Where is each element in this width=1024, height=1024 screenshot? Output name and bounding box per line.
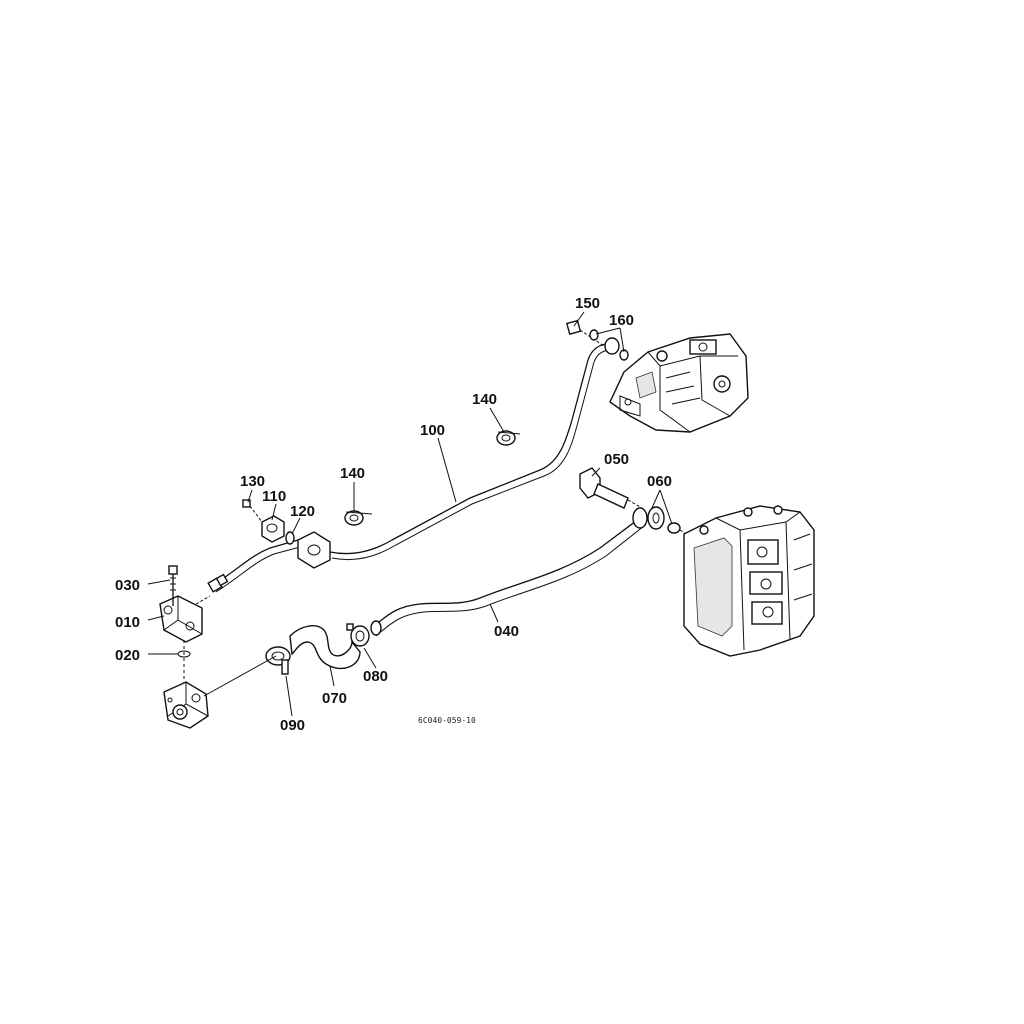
hose-070 <box>289 625 361 670</box>
connector-060 <box>632 506 691 537</box>
clamp-090 <box>265 646 291 675</box>
hydraulic-housing <box>609 333 749 433</box>
clamp-140-left <box>344 510 373 526</box>
callout-030: 030 <box>115 577 140 594</box>
callout-040: 040 <box>494 623 519 640</box>
pipe-040-outline <box>375 525 645 637</box>
guide-line <box>195 595 211 605</box>
callout-130: 130 <box>240 473 265 490</box>
bracket-110 <box>261 515 285 543</box>
callout-140-left: 140 <box>340 465 365 482</box>
banjo-bolt-150 <box>566 319 605 347</box>
callout-050: 050 <box>604 451 629 468</box>
union-fitting-050 <box>579 467 643 509</box>
pump-bracket-010 <box>159 595 203 643</box>
bolt-130 <box>242 499 263 523</box>
callout-070: 070 <box>322 690 347 707</box>
callout-080: 080 <box>363 668 388 685</box>
callout-160: 160 <box>609 312 634 329</box>
pipe-100-outline <box>215 349 615 593</box>
leader-lines <box>147 311 673 717</box>
washer-120 <box>285 531 295 545</box>
callout-120: 120 <box>290 503 315 520</box>
guide-line <box>203 655 277 697</box>
callout-150: 150 <box>575 295 600 312</box>
callout-110: 110 <box>262 488 286 505</box>
pipe-block <box>297 531 331 569</box>
clamp-080 <box>346 620 382 647</box>
transmission-case <box>683 505 815 657</box>
callout-090: 090 <box>280 717 305 734</box>
pipe-fitting-left <box>207 573 229 593</box>
pump-body <box>163 681 209 729</box>
drawing-code: 6C040-059-10 <box>418 716 476 725</box>
pipe-100 <box>211 342 613 587</box>
callout-010: 010 <box>115 614 140 631</box>
bolt-030 <box>168 565 178 606</box>
callout-100: 100 <box>420 422 445 439</box>
callout-020: 020 <box>115 647 140 664</box>
callout-060: 060 <box>647 473 672 490</box>
banjo-fitting <box>604 337 620 355</box>
pipe-040 <box>371 517 641 629</box>
callout-140-right: 140 <box>472 391 497 408</box>
clamp-140-right <box>496 430 521 446</box>
